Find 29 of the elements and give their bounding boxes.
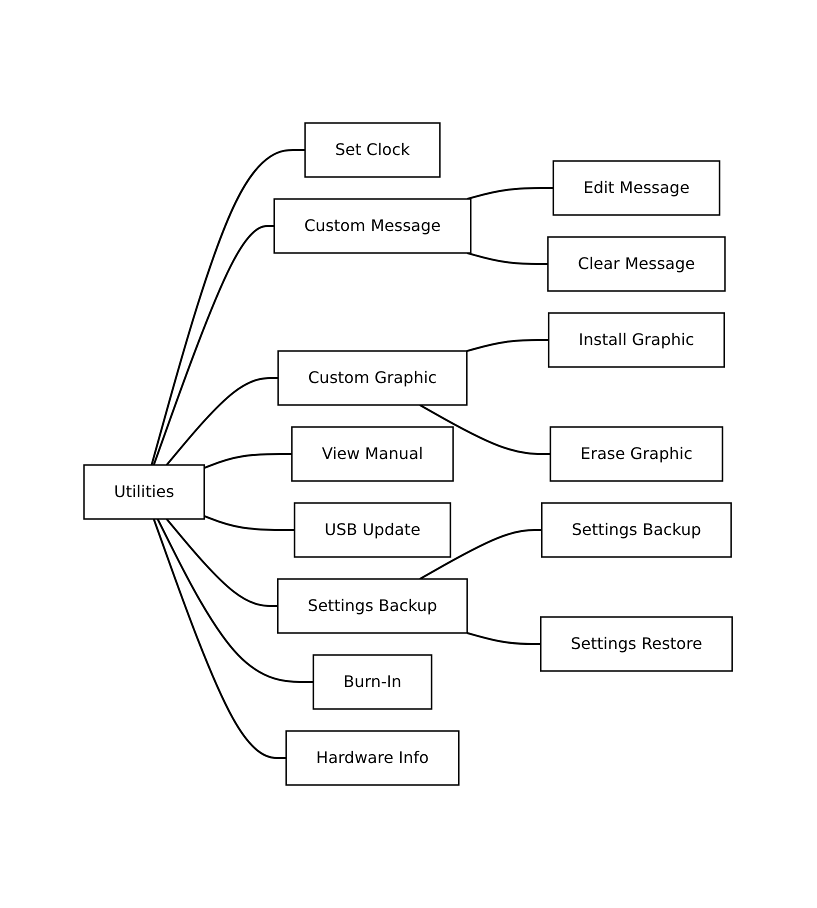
connector: [153, 225, 275, 466]
node-box: Custom Message: [274, 198, 472, 254]
connector: [157, 518, 314, 683]
connector: [166, 518, 278, 607]
connector: [420, 404, 551, 455]
node-box: USB Update: [294, 502, 452, 558]
node-box: Utilities: [84, 464, 206, 520]
connector: [467, 252, 548, 265]
connector: [466, 339, 550, 352]
node-box: Settings Backup: [277, 578, 468, 634]
node-box: Edit Message: [553, 160, 721, 216]
connector: [166, 377, 279, 466]
node-box: Clear Message: [548, 236, 726, 292]
connector: [204, 515, 295, 531]
node-box: Set Clock: [304, 122, 442, 178]
node-box: Settings Restore: [540, 616, 734, 672]
node-box: Hardware Info: [286, 730, 460, 786]
connector: [467, 632, 542, 645]
node-box: Install Graphic: [548, 312, 726, 368]
connector: [204, 453, 292, 469]
connector: [467, 187, 554, 200]
node-box: Custom Graphic: [278, 350, 468, 406]
node-box: Burn-In: [313, 654, 433, 710]
node-box: Settings Backup: [541, 502, 732, 558]
node-box: View Manual: [292, 426, 454, 482]
connector: [153, 518, 287, 759]
connector: [420, 529, 542, 580]
node-box: Erase Graphic: [550, 426, 724, 482]
connector: [151, 149, 306, 466]
